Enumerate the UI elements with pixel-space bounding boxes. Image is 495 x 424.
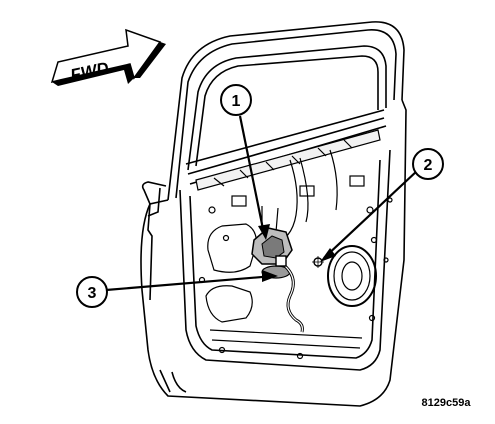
- figure-id: 8129c59a: [422, 397, 472, 409]
- callout-3: 3: [76, 276, 108, 308]
- callout-1-number: 1: [232, 93, 241, 110]
- regulator-assembly: [195, 129, 393, 360]
- wire-harness: [275, 255, 304, 333]
- regulator-motor: [251, 227, 293, 279]
- callout-1: 1: [220, 84, 252, 116]
- callout-2: 2: [412, 148, 444, 180]
- leader-lines: [105, 115, 419, 292]
- callout-3-number: 3: [88, 285, 97, 302]
- door-shell: [140, 21, 407, 407]
- callout-2-number: 2: [424, 157, 433, 174]
- fwd-arrow: FWD: [50, 28, 166, 86]
- mounting-bolt: [312, 256, 324, 268]
